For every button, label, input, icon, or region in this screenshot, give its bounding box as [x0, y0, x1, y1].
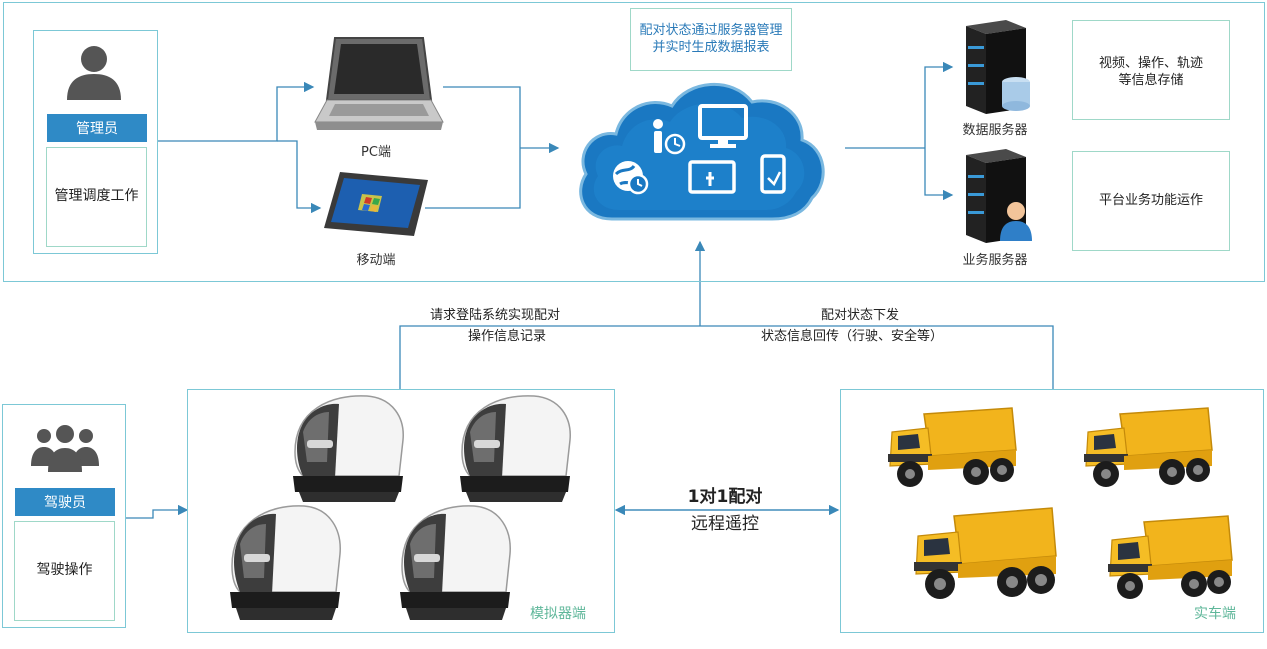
cloud-icon: [572, 74, 832, 228]
simulator-icon: [390, 502, 515, 626]
tablet-icon: [322, 170, 430, 242]
cloud-note-line1: 配对状态通过服务器管理: [639, 23, 783, 38]
dump-truck-icon: [1106, 512, 1236, 608]
business-note-text: 平台业务功能运作: [1098, 193, 1203, 208]
cloud-note-box: [630, 8, 792, 71]
storage-note-box: [1072, 20, 1230, 120]
admin-task-text: 管理调度工作: [54, 188, 139, 204]
admin-to-mobile-arrow: [277, 140, 322, 214]
driver-task-box: [14, 521, 115, 621]
flow-left-line1: 请求登陆系统实现配对: [430, 308, 561, 323]
flow-right-line2: 状态信息回传（行驶、安全等）: [760, 329, 943, 344]
dump-truck-icon: [910, 504, 1060, 608]
simulator-icon: [220, 502, 345, 626]
mobile-label: 移动端: [356, 253, 396, 268]
driver-role-label: 驾驶员: [15, 488, 115, 516]
pc-label: PC端: [361, 145, 391, 160]
server-icon: [956, 18, 1034, 120]
driver-task-text: 驾驶操作: [36, 562, 93, 578]
dump-truck-icon: [884, 404, 1019, 494]
data-server-label: 数据服务器: [962, 123, 1028, 138]
feedback-bar-line: [399, 325, 1054, 389]
user-icon: [63, 44, 125, 100]
admin-task-box: [46, 147, 147, 247]
server-icon: [956, 147, 1034, 249]
dump-truck-icon: [1080, 404, 1215, 494]
admin-role-label: 管理员: [47, 114, 147, 142]
simulator-frame: [187, 389, 615, 633]
simulator-label: 模拟器端: [530, 606, 586, 622]
storage-note-line1: 视频、操作、轨迹: [1098, 56, 1203, 71]
driver-box: [2, 404, 126, 628]
storage-note-line2: 等信息存储: [1118, 73, 1184, 88]
laptop-icon: [305, 36, 445, 140]
business-server-label: 业务服务器: [962, 253, 1028, 268]
simulator-icon: [450, 392, 575, 508]
pairing-line2: 远程遥控: [691, 514, 759, 534]
flow-left-line2: 操作信息记录: [468, 329, 547, 344]
simulator-icon: [283, 392, 408, 508]
vehicle-label: 实车端: [1194, 606, 1236, 622]
business-note-box: [1072, 151, 1230, 251]
users-icon: [30, 422, 100, 472]
flow-right-line1: 配对状态下发: [820, 308, 899, 323]
cloud-note-line2: 并实时生成数据报表: [652, 40, 770, 55]
platform-frame: [3, 2, 1265, 282]
to-business-server-arrow: [924, 148, 954, 201]
driver-to-simulator-arrow: [126, 504, 189, 519]
admin-box: [33, 30, 158, 254]
admin-to-pc-arrow: [158, 81, 315, 142]
vehicle-frame: [840, 389, 1264, 633]
pairing-line1: 1对1配对: [687, 487, 763, 507]
to-data-server-arrow: [924, 61, 954, 148]
